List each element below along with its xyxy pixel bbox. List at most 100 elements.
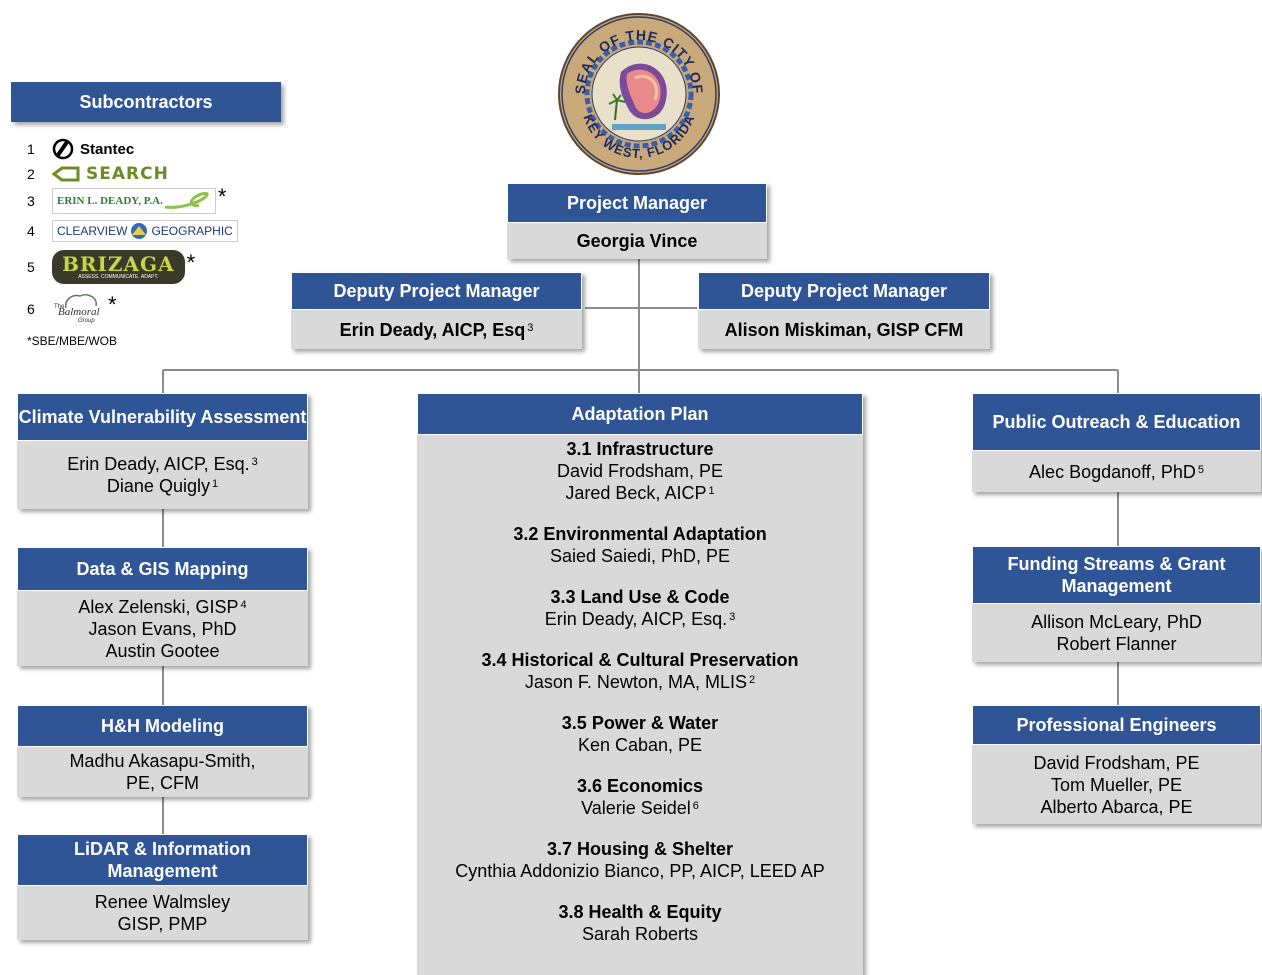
section-title: 3.2 Environmental Adaptation [513,524,767,544]
project-manager-name: Georgia Vince [576,231,698,251]
clearview-name-a: CLEARVIEW [57,224,128,238]
subcontractor-row-2: 2 SEARCH [27,164,169,184]
member-line: Renee Walmsley [95,891,230,913]
plan-section-historical: 3.4 Historical & Cultural Preservation J… [417,649,863,693]
lidar-title: LiDAR & Information Management [17,834,308,886]
stantec-logo-icon [52,138,74,160]
section-title: 3.3 Land Use & Code [550,587,730,607]
section-title: 3.6 Economics [576,776,704,796]
deputy-manager-right-title: Deputy Project Manager [698,272,990,310]
funding-streams-members: Allison McLeary, PhD Robert Flanner [972,604,1261,662]
adaptation-plan-title: Adaptation Plan [417,393,863,435]
erin-deady-swoosh-icon [164,191,209,209]
member-line: PE, CFM [126,772,199,794]
data-gis-title: Data & GIS Mapping [17,547,308,591]
member-sup: 4 [240,598,247,611]
project-manager-title: Project Manager [507,183,767,223]
member-name: Alberto Abarca, PE [1040,796,1193,817]
balmoral-tagline: Group [78,318,95,324]
member-line: Ken Caban, PE [578,734,702,756]
member-name: Sarah Roberts [581,924,699,944]
member-line: Robert Flanner [1056,633,1176,655]
member-name: Austin Gootee [105,640,220,661]
member-name: Jason Evans, PhD [88,618,237,639]
subcontractor-row-6: 6 The Balmoral Group * [27,292,117,326]
balmoral-name: Balmoral [58,306,100,318]
section-title: 3.7 Housing & Shelter [546,839,734,859]
plan-section-environmental: 3.2 Environmental Adaptation Saied Saied… [417,523,863,567]
adaptation-plan-sections: 3.1 Infrastructure David Frodsham, PE Ja… [417,435,863,945]
member-sup: 2 [748,674,756,686]
deputy-manager-left-name: Erin Deady, AICP, Esq [339,319,526,340]
member-line: Tom Mueller, PE [1051,774,1182,796]
deputy-manager-right-box: Deputy Project Manager Alison Miskiman, … [698,272,990,349]
subcontractor-number: 4 [27,223,35,239]
sbe-star: * [108,292,117,317]
balmoral-tree-icon [64,294,97,309]
member-line: GISP, PMP [118,913,208,935]
clearview-name-b: GEOGRAPHIC [151,224,233,238]
plan-section-housing: 3.7 Housing & Shelter Cynthia Addonizio … [417,838,863,882]
climate-vulnerability-box: Climate Vulnerability Assessment Erin De… [17,393,308,509]
brizaga-name: BRIZAGA [62,252,175,276]
member-name: Erin Deady, AICP, Esq. [544,609,728,629]
member-name: Saied Saiedi, PhD, PE [549,546,731,566]
member-name: Alec Bogdanoff, PhD [1029,461,1196,482]
stantec-name: Stantec [80,140,135,158]
member-line: Austin Gootee [105,640,219,662]
member-line: Erin Deady, AICP, Esq.3 [545,608,736,630]
hh-modeling-title: H&H Modeling [17,705,308,747]
member-sup: 1 [211,478,219,490]
member-line: Jason Evans, PhD [88,618,236,640]
brizaga-logo: BRIZAGA ASSESS. COMMUNICATE. ADAPT. [52,250,185,284]
section-title: 3.4 Historical & Cultural Preservation [481,650,799,670]
member-name: Valerie Seidel [581,798,691,818]
member-line: Saied Saiedi, PhD, PE [550,545,730,567]
subcontractor-row-5: 5 BRIZAGA ASSESS. COMMUNICATE. ADAPT. * [27,250,195,284]
section-title: 3.1 Infrastructure [566,439,714,459]
member-sup: 3 [729,611,736,623]
member-line: David Frodsham, PE [1033,752,1199,774]
member-name: David Frodsham, PE [1033,752,1200,773]
adaptation-plan-box: Adaptation Plan 3.1 Infrastructure David… [417,393,863,975]
member-name: Cynthia Addonizio Bianco, PP, AICP, LEED… [455,861,825,881]
sbe-footnote: *SBE/MBE/WOB [27,334,118,348]
member-name: Jared Beck, AICP [565,483,707,503]
professional-engineers-title: Professional Engineers [972,705,1261,745]
search-logo-icon [52,166,80,182]
balmoral-logo: The Balmoral Group [52,292,106,326]
plan-section-infrastructure: 3.1 Infrastructure David Frodsham, PE Ja… [417,438,863,504]
plan-section-land-use: 3.3 Land Use & Code Erin Deady, AICP, Es… [417,586,863,630]
member-line: Alberto Abarca, PE [1040,796,1192,818]
member-name: Robert Flanner [1056,634,1177,654]
member-line: Allison McLeary, PhD [1031,611,1202,633]
project-manager-box: Project Manager Georgia Vince [507,183,767,259]
clearview-logo: CLEARVIEW GEOGRAPHIC [52,220,238,242]
deputy-manager-left-title: Deputy Project Manager [291,272,582,310]
subcontractor-number: 2 [27,166,35,182]
member-name: Diane Quigly [106,476,210,496]
member-name: PE, CFM [125,773,199,793]
city-seal-logo: SEAL OF THE CITY OF KEY WEST, FLORIDA [558,13,720,175]
section-title: 3.8 Health & Equity [558,902,722,922]
subcontractor-row-4: 4 CLEARVIEW GEOGRAPHIC [27,220,238,242]
deputy-manager-left-box: Deputy Project Manager Erin Deady, AICP,… [291,272,582,349]
deputy-manager-left-sup: 3 [527,321,534,334]
member-name: Tom Mueller, PE [1050,774,1183,795]
subcontractor-number: 5 [27,259,35,275]
erin-deady-name: ERIN L. DEADY, P.A. [57,195,163,207]
member-line: Madhu Akasapu-Smith, [69,750,255,772]
balmoral-pre: The [54,304,65,310]
member-name: Erin Deady, AICP, Esq. [67,454,250,474]
member-line: David Frodsham, PE [557,460,723,482]
clearview-globe-icon [131,223,148,239]
deputy-manager-right-name: Alison Miskiman, GISP CFM [724,319,964,340]
funding-streams-title: Funding Streams & Grant Management [972,546,1261,604]
search-name: SEARCH [86,164,169,184]
member-name: Madhu Akasapu-Smith, [69,751,256,771]
